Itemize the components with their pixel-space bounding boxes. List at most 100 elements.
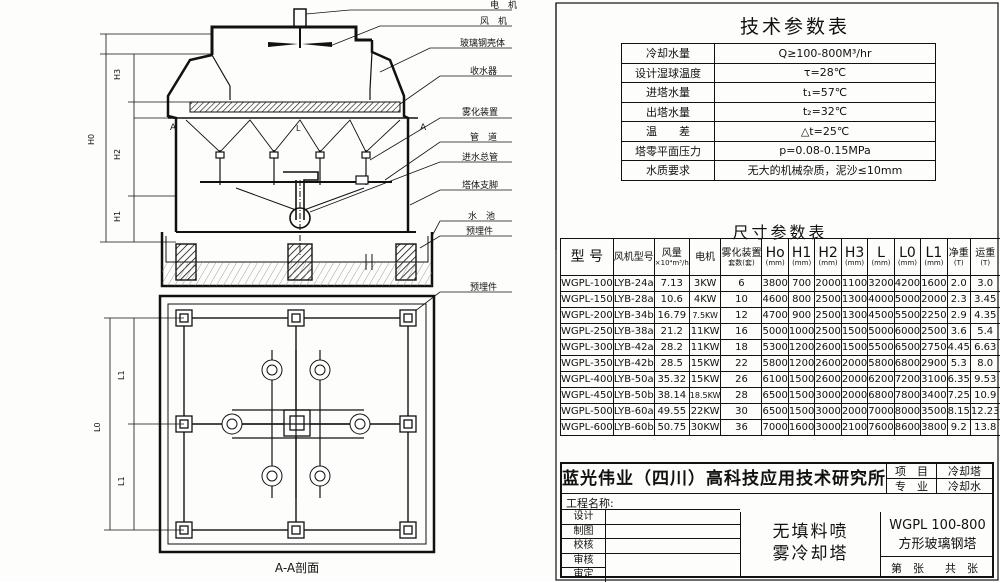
dim-header-label: 雾化装置 [721, 248, 761, 259]
dim-cell: 3100 [921, 372, 947, 388]
dim-header-unit: (mm) [789, 259, 814, 267]
dim-cell: 7800 [894, 388, 920, 404]
dim-cell: 6500 [762, 404, 788, 420]
dim-header-unit: (mm) [762, 259, 787, 267]
plan-dim-l0: L0 [93, 422, 102, 432]
plan-dim-l1-top: L1 [117, 370, 126, 380]
drawing-name-line2: 雾冷却塔 [741, 543, 880, 565]
sign-row-draw: 制图 [562, 524, 606, 539]
dim-cell: 8000 [894, 404, 920, 420]
dim-cell: LYB-50b [613, 388, 654, 404]
tech-key: 塔零平面压力 [622, 141, 715, 161]
title-block: 蓝光伟业（四川）高科技应用技术研究所 项 目 冷却塔 专 业 冷却水 工程名称:… [560, 462, 994, 578]
dim-header-label: 运重 [975, 248, 995, 259]
dim-cell: 9.53 [970, 372, 1000, 388]
dim-cell: 8.0 [970, 356, 1000, 372]
callout-pipe: 管 道 [470, 131, 497, 143]
drift-eliminator [190, 102, 400, 112]
dim-cell: 1200 [788, 340, 814, 356]
tech-key: 水质要求 [622, 161, 715, 181]
callout-fan: 风 机 [480, 15, 507, 27]
dim-cell: LYB-28a [613, 292, 654, 308]
dim-cell: 7200 [894, 372, 920, 388]
dim-cell: 49.55 [654, 404, 689, 420]
dim-cell: 3400 [921, 388, 947, 404]
dim-cell: 1600 [921, 276, 947, 292]
institute-name: 蓝光伟业（四川）高科技应用技术研究所 [562, 464, 887, 494]
dim-cell: 1200 [788, 356, 814, 372]
dim-cell: 2000 [815, 276, 841, 292]
spray-pipes [200, 150, 392, 185]
signature-area [606, 509, 740, 579]
drawing-name: 无填料喷 雾冷却塔 [740, 512, 880, 576]
dim-header-cell: L1(mm) [921, 239, 947, 276]
dim-cell: 5800 [762, 356, 788, 372]
dim-cell: 38.14 [654, 388, 689, 404]
dim-cell: WGPL-100 [561, 276, 614, 292]
tech-value: t₂=32℃ [715, 102, 936, 122]
dim-header-unit: (T) [971, 259, 1000, 267]
tech-key: 进塔水量 [622, 83, 715, 103]
plan-dim-l1-bottom: L1 [117, 476, 126, 486]
dim-cell: 36 [721, 420, 762, 436]
dim-cell: 10.6 [654, 292, 689, 308]
dim-header-cell: L(mm) [868, 239, 894, 276]
dim-header-cell: 风量×10⁴m³/h [654, 239, 689, 276]
shell-right [372, 40, 408, 232]
dim-header-label: 风量 [662, 248, 682, 259]
dim-header-unit: 套数(套) [721, 259, 761, 267]
dim-cell: 3000 [815, 404, 841, 420]
dim-cell: 15KW [689, 356, 721, 372]
dim-header-cell: 风机型号 [613, 239, 654, 276]
dim-cell: 4600 [762, 292, 788, 308]
dim-cell: 3000 [815, 420, 841, 436]
dim-cell: 2600 [815, 340, 841, 356]
dim-cell: WGPL-500 [561, 404, 614, 420]
dim-cell: 30 [721, 404, 762, 420]
sign-row-approve: 审定 [562, 567, 606, 582]
dim-cell: LYB-34b [613, 308, 654, 324]
dim-cell: 2900 [921, 356, 947, 372]
dim-cell: 6 [721, 276, 762, 292]
dim-cell: 2750 [921, 340, 947, 356]
dim-cell: WGPL-350 [561, 356, 614, 372]
model-line2: 方形玻璃钢塔 [881, 535, 994, 554]
dim-header-cell: H2(mm) [815, 239, 841, 276]
dim-label-h2: H2 [113, 149, 122, 160]
dim-cell: 10.9 [970, 388, 1000, 404]
dim-cell: 35.32 [654, 372, 689, 388]
elevation-view [100, 9, 432, 286]
specialty-label: 专 业 [887, 479, 937, 494]
dim-cell: 6100 [762, 372, 788, 388]
dim-cell: LYB-50a [613, 372, 654, 388]
dim-cell: 28 [721, 388, 762, 404]
tech-params-title: 技术参数表 [690, 12, 900, 39]
dim-header-cell: 雾化装置套数(套) [721, 239, 762, 276]
dim-cell: 3000 [815, 388, 841, 404]
dim-cell: 8600 [894, 420, 920, 436]
dim-cell: 6.35 [947, 372, 970, 388]
dim-header-unit: ×10⁴m³/h [655, 259, 689, 267]
dim-header-cell: H3(mm) [841, 239, 867, 276]
model-line1: WGPL 100-800 [881, 516, 994, 535]
dim-cell: 6500 [894, 340, 920, 356]
spray-cone-lines [186, 120, 400, 152]
dim-cell: 2.9 [947, 308, 970, 324]
dim-cell: 2600 [815, 372, 841, 388]
dim-header-unit: (mm) [815, 259, 840, 267]
drawing-name-line1: 无填料喷 [741, 521, 880, 543]
tech-value: t₁=57℃ [715, 83, 936, 103]
section-caption: A-A剖面 [275, 561, 319, 575]
model-name: WGPL 100-800 方形玻璃钢塔 [880, 512, 994, 560]
